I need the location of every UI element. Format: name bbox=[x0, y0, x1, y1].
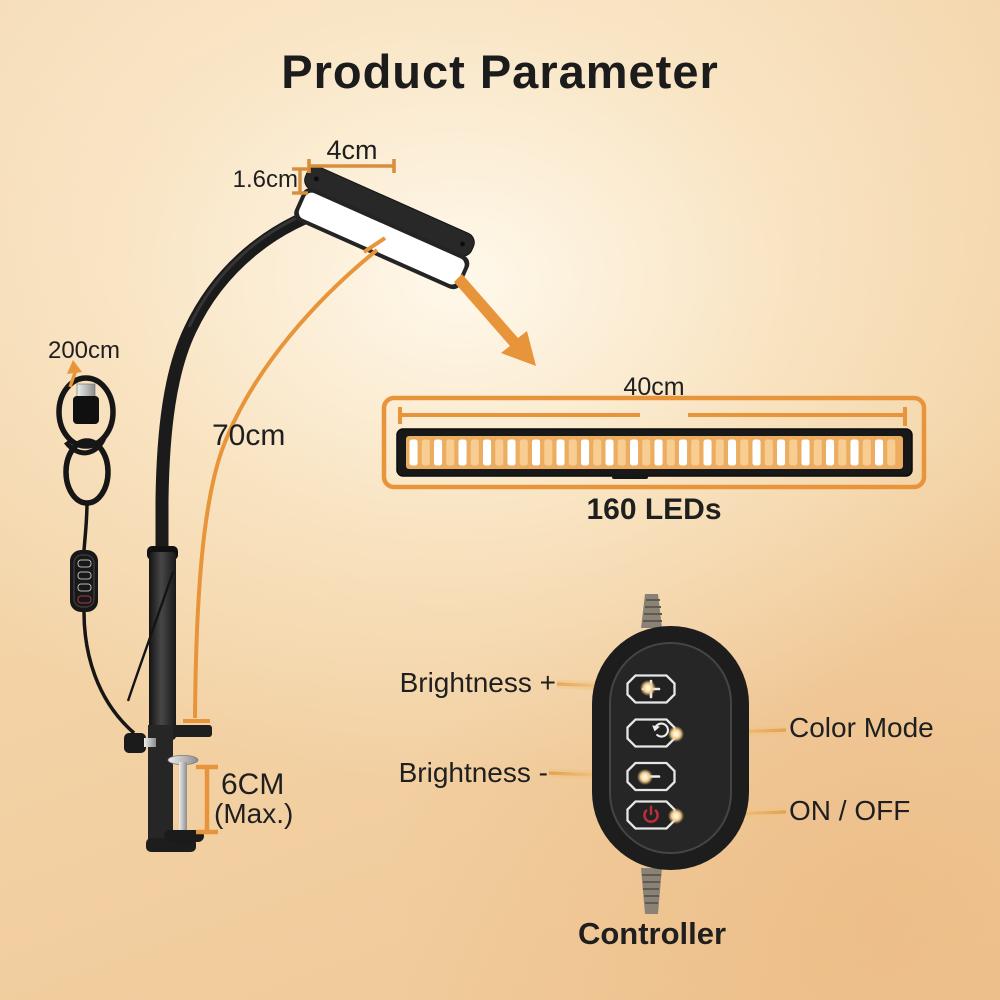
callout-arrow bbox=[454, 274, 536, 366]
led-segment bbox=[483, 439, 492, 466]
led-bar-width-label: 40cm bbox=[623, 373, 685, 401]
led-segment bbox=[679, 439, 688, 466]
led-segment bbox=[826, 439, 835, 466]
cable-strain-relief-bottom bbox=[641, 868, 662, 914]
lamp-pole bbox=[149, 552, 176, 740]
lamp-head bbox=[294, 166, 475, 290]
led-segment bbox=[789, 439, 798, 466]
lamp-gooseneck-arm bbox=[126, 200, 343, 740]
led-segment bbox=[581, 439, 590, 466]
measurement-6cm bbox=[196, 764, 218, 835]
led-segment bbox=[409, 439, 418, 466]
led-segment bbox=[728, 439, 737, 466]
measurement-200cm-arrow bbox=[67, 360, 82, 388]
clamp-wing-knob bbox=[164, 830, 204, 842]
color-mode-label: Color Mode bbox=[789, 712, 934, 743]
measurement-1point6cm bbox=[292, 167, 308, 195]
led-segment bbox=[446, 439, 455, 466]
led-segments bbox=[409, 439, 896, 466]
cable-length-label: 200cm bbox=[47, 337, 121, 364]
controller-caption: Controller bbox=[577, 916, 727, 951]
led-segment bbox=[777, 439, 786, 466]
measurement-70cm bbox=[183, 236, 387, 723]
usb-cable-coil bbox=[56, 375, 136, 735]
brightness-up-label: Brightness + bbox=[399, 667, 556, 698]
led-segment bbox=[752, 439, 761, 466]
led-segment bbox=[740, 439, 749, 466]
led-segment bbox=[544, 439, 553, 466]
led-segment bbox=[654, 439, 663, 466]
controller-remote bbox=[548, 594, 787, 914]
led-segment bbox=[642, 439, 651, 466]
led-segment bbox=[850, 439, 859, 466]
led-segment bbox=[666, 439, 675, 466]
usb-plug bbox=[76, 383, 96, 399]
led-segment bbox=[519, 439, 528, 466]
led-segment bbox=[495, 439, 504, 466]
lamp-power-wire bbox=[126, 571, 175, 702]
inline-remote bbox=[70, 550, 98, 612]
led-segment bbox=[458, 439, 467, 466]
led-bar-callout bbox=[381, 395, 927, 490]
led-segment bbox=[703, 439, 712, 466]
cable-strain-relief-top bbox=[641, 594, 662, 628]
led-segment bbox=[838, 439, 847, 466]
led-segment bbox=[691, 439, 700, 466]
led-segment bbox=[862, 439, 871, 466]
led-segment bbox=[630, 439, 639, 466]
led-segment bbox=[593, 439, 602, 466]
power-icon bbox=[643, 805, 659, 823]
led-segment bbox=[801, 439, 810, 466]
color-cycle-icon bbox=[652, 722, 669, 738]
led-segment bbox=[556, 439, 565, 466]
clamp-side-knob bbox=[124, 733, 146, 753]
controller-color-mode-button bbox=[626, 718, 676, 748]
led-segment bbox=[532, 439, 541, 466]
led-segment bbox=[470, 439, 479, 466]
clamp-max-label-line1: 6CM bbox=[221, 768, 285, 801]
clamp-max-label-line2: (Max.) bbox=[214, 798, 294, 829]
page-title: Product Parameter bbox=[281, 45, 719, 98]
head-width-label: 4cm bbox=[326, 135, 378, 165]
led-count-label: 160 LEDs bbox=[586, 493, 722, 526]
led-segment bbox=[617, 439, 626, 466]
led-segment bbox=[764, 439, 773, 466]
led-segment bbox=[887, 439, 896, 466]
led-segment bbox=[875, 439, 884, 466]
led-segment bbox=[568, 439, 577, 466]
arm-length-label: 70cm bbox=[212, 419, 286, 452]
desk-clamp bbox=[124, 725, 212, 852]
head-thickness-label: 1.6cm bbox=[232, 166, 298, 193]
clamp-screw-rod bbox=[179, 762, 187, 832]
led-segment bbox=[605, 439, 614, 466]
led-segment bbox=[421, 439, 430, 466]
measurement-40cm bbox=[398, 407, 907, 426]
power-label: ON / OFF bbox=[789, 795, 911, 826]
controller-power-button bbox=[626, 800, 676, 830]
led-segment bbox=[715, 439, 724, 466]
led-segment bbox=[507, 439, 516, 466]
led-segment bbox=[434, 439, 443, 466]
measurement-4cm bbox=[307, 159, 396, 173]
connector-dots bbox=[637, 680, 684, 824]
brightness-down-label: Brightness - bbox=[398, 757, 548, 788]
led-segment bbox=[813, 439, 822, 466]
